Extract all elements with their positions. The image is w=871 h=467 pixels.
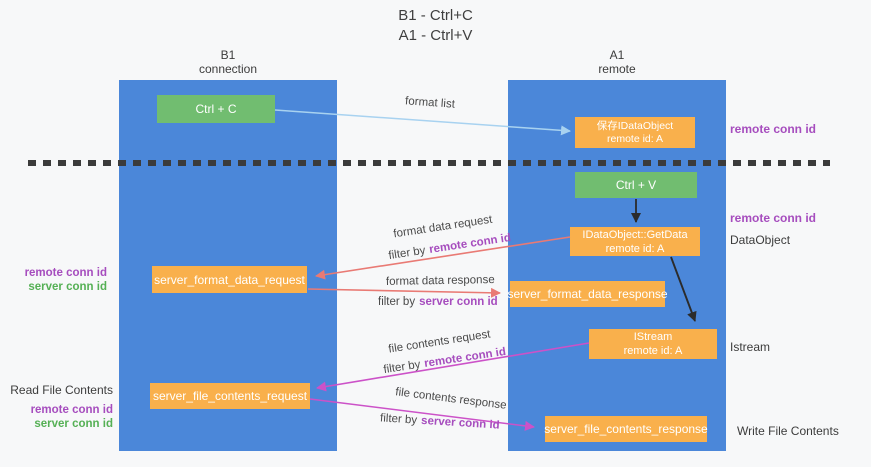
left-conn-id-pair-top: remote conn id server conn id bbox=[25, 266, 107, 294]
read-file-contents-label: Read File Contents bbox=[10, 383, 113, 397]
ctrl-c-label: Ctrl + C bbox=[195, 102, 237, 116]
right-column-name: A1 bbox=[609, 48, 625, 62]
file-contents-response-label: file contents response bbox=[394, 386, 508, 412]
filter-by-text: filter by bbox=[378, 296, 416, 308]
server-format-data-request-box: server_format_data_request bbox=[152, 266, 307, 293]
remote-conn-id-left-label-bottom: remote conn id bbox=[30, 404, 113, 416]
istream-line1: IStream bbox=[633, 331, 673, 343]
server-file-contents-response-label: server_file_contents_response bbox=[544, 422, 708, 436]
istream-box: IStream remote id: A bbox=[589, 329, 717, 359]
getdata-line2: remote id: A bbox=[605, 242, 665, 255]
title-line-2: A1 - Ctrl+V bbox=[398, 27, 473, 44]
remote-conn-id-left-label: remote conn id bbox=[24, 267, 107, 279]
server-conn-id-text: server conn id bbox=[420, 414, 500, 432]
save-idataobject-box: 保存IDataObject remote id: A bbox=[575, 117, 695, 148]
server-format-data-request-label: server_format_data_request bbox=[154, 272, 305, 287]
server-file-contents-request-label: server_file_contents_request bbox=[152, 389, 308, 403]
remote-conn-id-side-label-mid: remote conn id bbox=[730, 211, 817, 225]
server-format-data-response-label: server_format_data_response bbox=[507, 287, 668, 301]
left-column-header: B1 connection bbox=[119, 48, 337, 76]
right-column-subtitle: remote bbox=[598, 62, 636, 76]
format-data-response-label: format data response bbox=[385, 274, 495, 288]
ctrl-v-box: Ctrl + V bbox=[575, 172, 697, 198]
dataobject-side-label: DataObject bbox=[730, 233, 791, 247]
save-idataobject-line1: 保存IDataObject bbox=[596, 119, 674, 132]
ctrl-c-box: Ctrl + C bbox=[157, 95, 275, 123]
write-file-contents-label: Write File Contents bbox=[737, 424, 839, 438]
title-line-1: B1 - Ctrl+C bbox=[398, 7, 473, 24]
istream-side-label: Istream bbox=[730, 340, 771, 354]
format-list-label: format list bbox=[404, 95, 456, 111]
filter-by-text: filter by bbox=[379, 412, 418, 427]
right-column-header: A1 remote bbox=[508, 48, 726, 76]
getdata-line1: IDataObject::GetData bbox=[582, 228, 688, 241]
ctrl-v-label: Ctrl + V bbox=[615, 178, 657, 192]
left-column-name: B1 bbox=[220, 48, 236, 62]
diagram-title: B1 - Ctrl+C A1 - Ctrl+V bbox=[0, 6, 871, 46]
istream-line2: remote id: A bbox=[623, 345, 683, 357]
idataobject-getdata-box: IDataObject::GetData remote id: A bbox=[570, 227, 700, 256]
server-conn-id-left-label: server conn id bbox=[28, 281, 107, 293]
save-idataobject-line2: remote id: A bbox=[606, 132, 664, 145]
read-file-contents-block: Read File Contents remote conn id server… bbox=[10, 383, 113, 431]
remote-conn-id-text: remote conn id bbox=[423, 345, 507, 370]
remote-conn-id-text: remote conn id bbox=[428, 231, 512, 256]
remote-conn-id-side-label-top: remote conn id bbox=[730, 122, 817, 136]
server-format-data-response-box: server_format_data_response bbox=[507, 281, 668, 307]
left-column-subtitle: connection bbox=[198, 62, 258, 76]
filter-by-text: filter by bbox=[387, 244, 427, 263]
server-file-contents-response-box: server_file_contents_response bbox=[544, 416, 708, 442]
server-file-contents-request-box: server_file_contents_request bbox=[150, 383, 310, 409]
filter-by-text: filter by bbox=[382, 358, 422, 377]
server-conn-id-left-label-bottom: server conn id bbox=[34, 418, 113, 430]
server-conn-id-text: server conn id bbox=[419, 296, 498, 308]
